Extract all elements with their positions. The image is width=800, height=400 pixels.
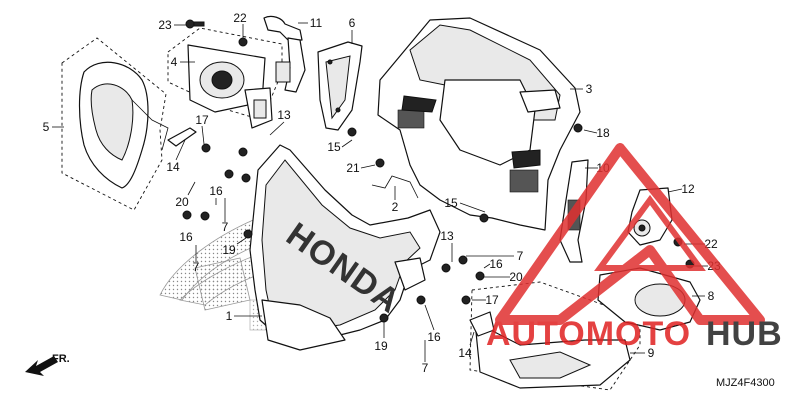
callout-18: 18 — [596, 126, 610, 140]
callout-19: 19 — [222, 243, 236, 257]
honda-wing-logo-watermark — [159, 214, 331, 331]
callout-13: 13 — [440, 229, 454, 243]
callout-7: 7 — [193, 260, 200, 274]
callout-2: 2 — [392, 200, 399, 214]
watermark-text-a: AUTOMOTO — [486, 315, 691, 353]
callout-16: 16 — [179, 230, 193, 244]
part-6-side-cover — [317, 41, 363, 131]
front-direction-label: FR. — [52, 353, 70, 365]
part-1-front-inner-cover: HONDA — [249, 144, 441, 351]
callout-16: 16 — [427, 330, 441, 344]
part-14-clip-lower — [469, 311, 495, 337]
watermark-triangle-icon — [495, 143, 765, 325]
part-4-meter-assembly — [167, 27, 283, 129]
callout-16: 16 — [209, 184, 223, 198]
callout-7: 7 — [222, 220, 229, 234]
part-14-clip-upper — [167, 127, 197, 147]
callout-14: 14 — [458, 346, 472, 360]
front-arrow-icon — [25, 356, 58, 376]
part-9-lower-cover — [469, 281, 641, 391]
callout-22: 22 — [233, 11, 247, 25]
automotohub-watermark: AUTOMOTO HUB — [486, 143, 783, 353]
callout-15: 15 — [444, 196, 458, 210]
diagram-code: MJZ4F4300 — [716, 377, 775, 389]
callout-20: 20 — [175, 195, 189, 209]
callout-3: 3 — [586, 82, 593, 96]
callout-14: 14 — [166, 160, 180, 174]
callout-17: 17 — [195, 113, 209, 127]
callout-15: 15 — [327, 140, 341, 154]
watermark-text-b: HUB — [706, 315, 783, 353]
callout-5: 5 — [43, 120, 50, 134]
callout-1: 1 — [226, 309, 233, 323]
callout-13: 13 — [277, 108, 291, 122]
callout-21: 21 — [346, 161, 360, 175]
callout-4: 4 — [171, 55, 178, 69]
part-5-front-cover — [61, 37, 169, 211]
part-11-stay — [263, 15, 306, 93]
callout-20: 20 — [509, 270, 523, 284]
callout-22: 22 — [704, 237, 718, 251]
callout-19: 19 — [374, 339, 388, 353]
part-3-inner-panel — [377, 17, 581, 231]
callout-17: 17 — [485, 293, 499, 307]
front-direction-indicator: FR. — [25, 353, 70, 376]
callout-6: 6 — [349, 16, 356, 30]
part-2-rod — [371, 175, 419, 199]
callout-7: 7 — [422, 361, 429, 375]
callout-12: 12 — [681, 182, 695, 196]
callout-16: 16 — [489, 257, 503, 271]
callout-11: 11 — [310, 16, 323, 30]
leader-lines — [52, 22, 708, 362]
callout-7: 7 — [517, 249, 524, 263]
callout-9: 9 — [648, 346, 655, 360]
callout-23: 23 — [158, 18, 172, 32]
callout-8: 8 — [708, 289, 715, 303]
